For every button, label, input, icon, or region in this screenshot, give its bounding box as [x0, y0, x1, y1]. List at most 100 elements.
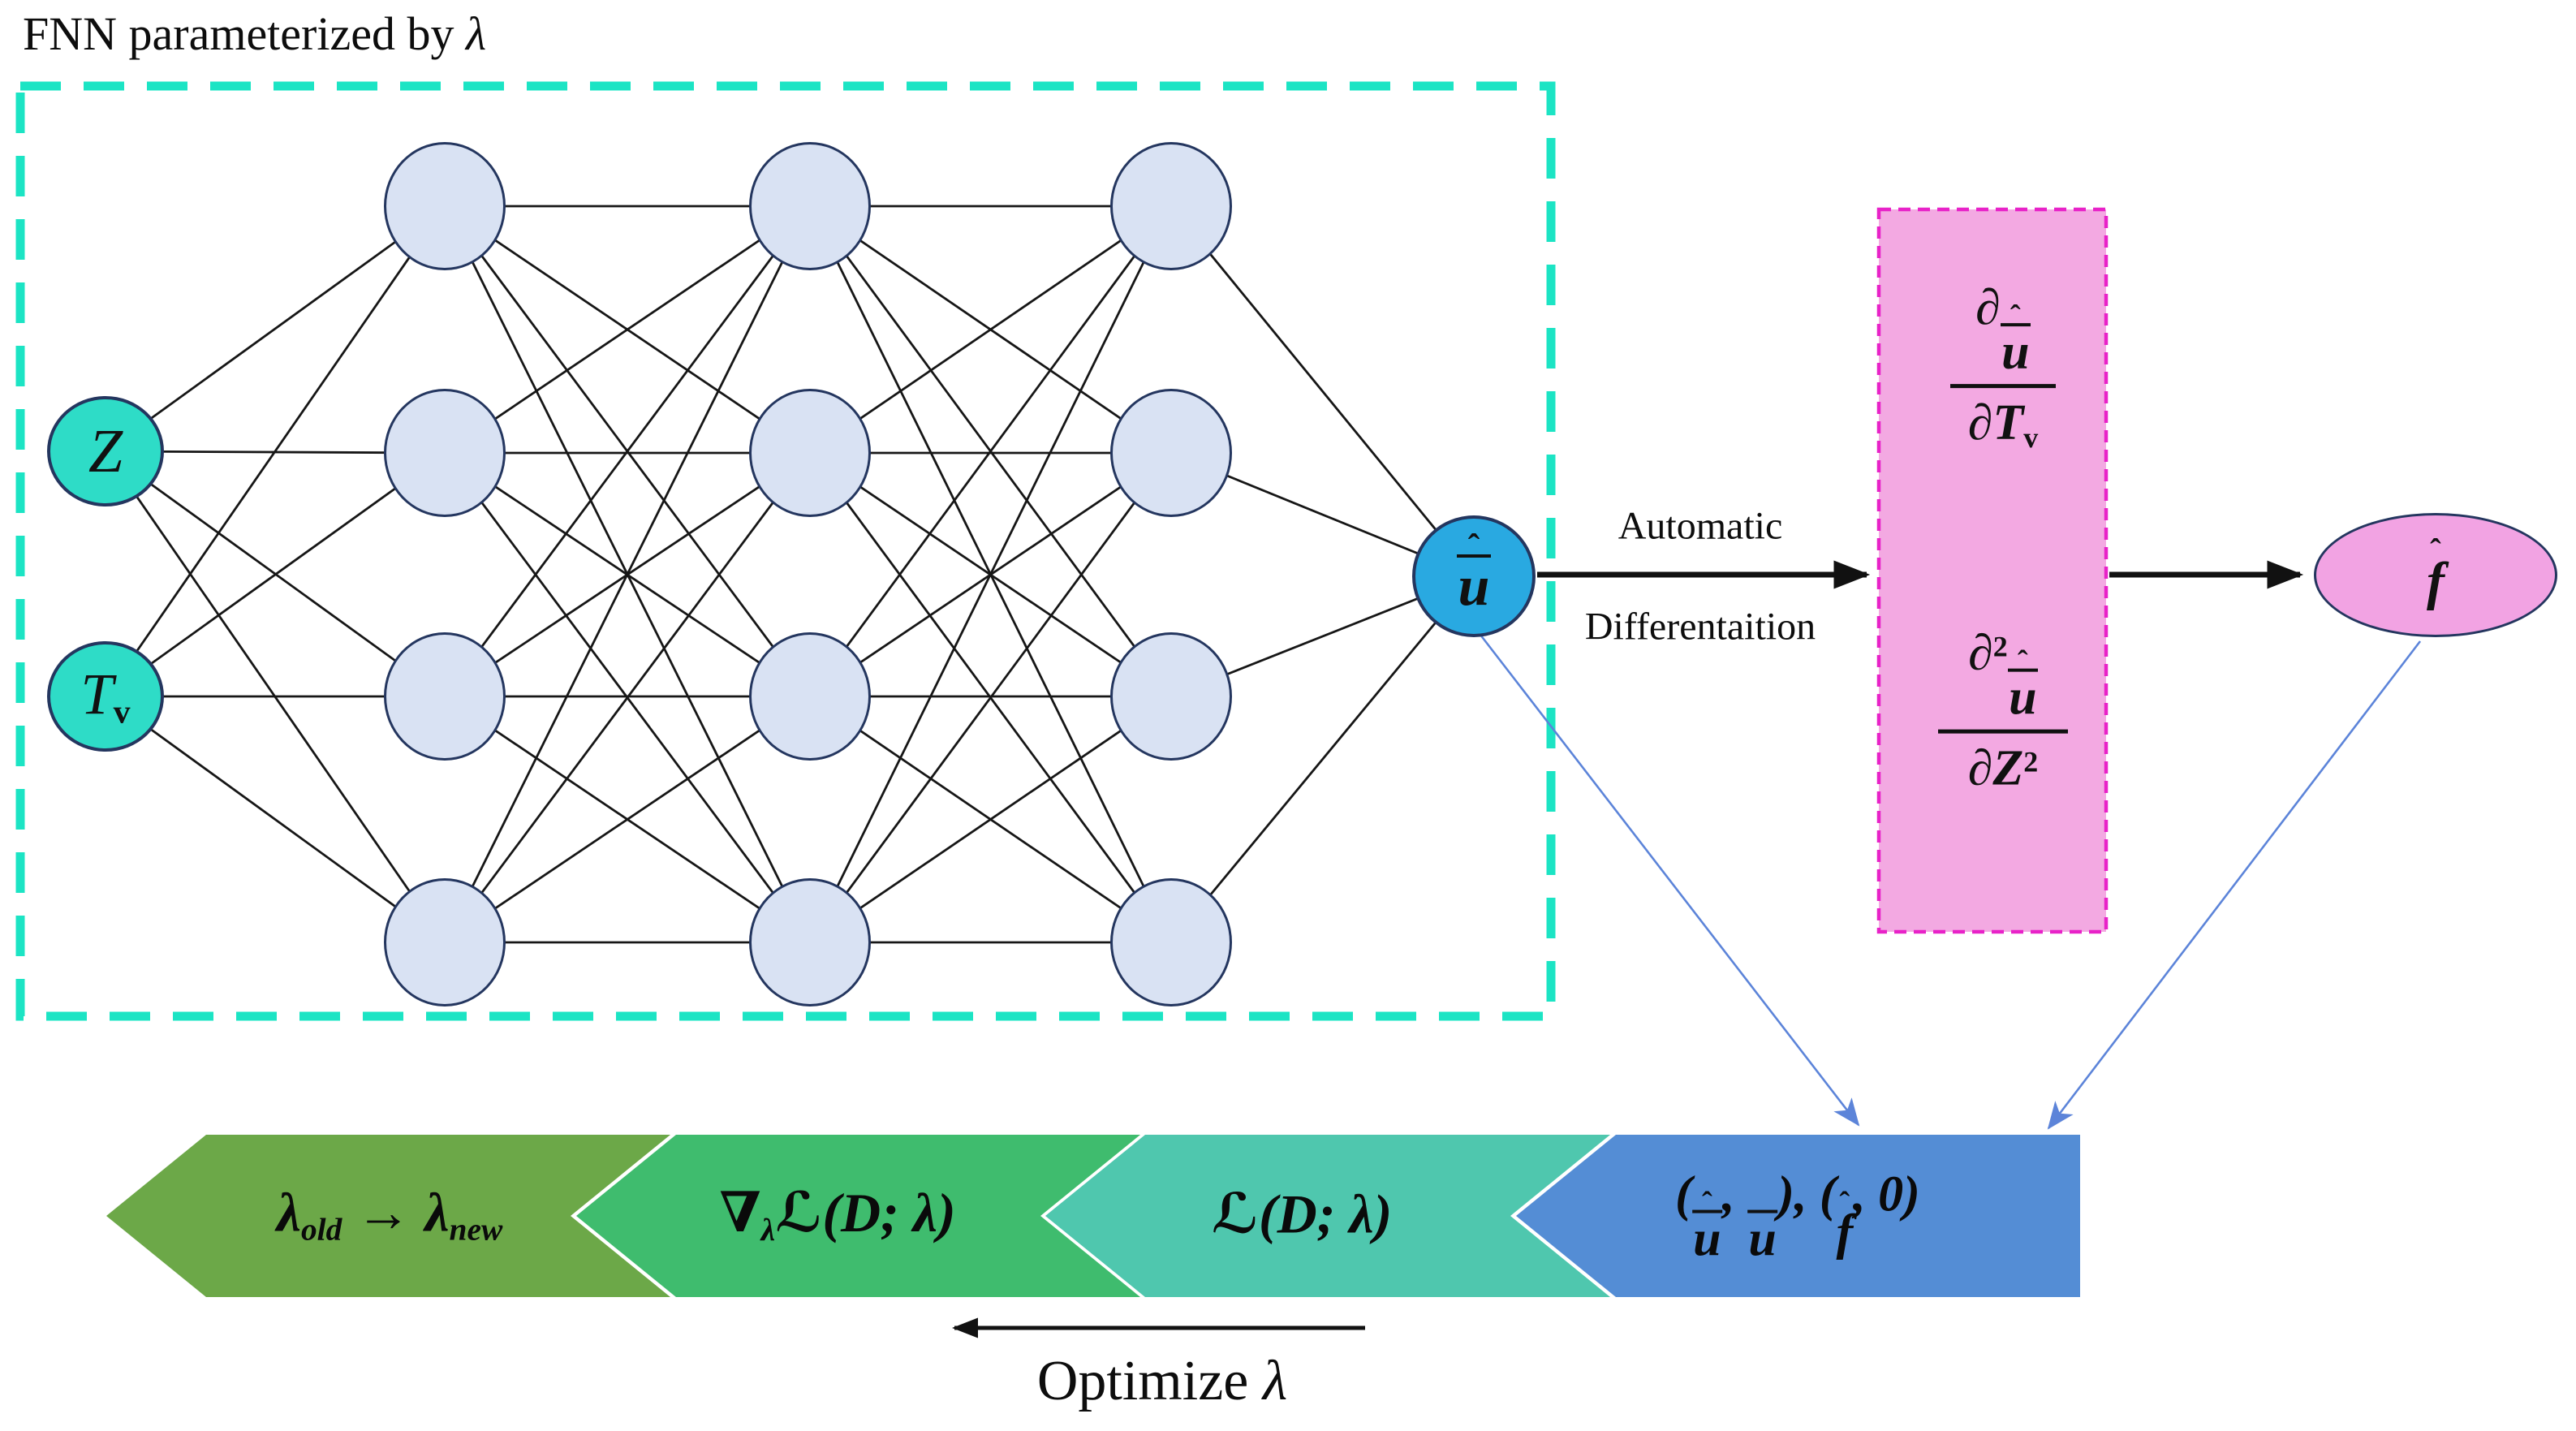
- network-edge: [443, 205, 812, 697]
- optimize-lambda: λ: [1262, 1350, 1288, 1412]
- f-base-letter: f: [2427, 551, 2445, 611]
- chevron-loss: [1045, 1135, 1610, 1297]
- network-edge: [105, 451, 446, 698]
- u-hat-accent: ˆ: [2017, 644, 2028, 679]
- du-denominator: ∂Tv: [1968, 394, 2039, 455]
- partial-exponent: 2: [1992, 630, 2008, 663]
- u-bar-accent: [1747, 1209, 1778, 1213]
- partial-symbol: ∂: [1968, 625, 1993, 681]
- tv-sub: v: [2023, 420, 2039, 454]
- network-edge: [444, 205, 811, 455]
- hidden-node: [1110, 389, 1232, 517]
- label-gradient: ∇λℒ(D; λ): [719, 1180, 955, 1248]
- d2u-denominator: ∂Z2: [1968, 739, 2039, 797]
- hidden-node: [1110, 878, 1232, 1006]
- hidden-node: [384, 389, 506, 517]
- nabla-sub-lambda: λ: [760, 1212, 776, 1248]
- title-text: FNN parameterized by: [23, 7, 454, 60]
- u-bar-accent: [2000, 323, 2031, 327]
- partial-symbol: ∂: [1975, 280, 2001, 336]
- paren: (: [1675, 1166, 1692, 1222]
- network-edge: [104, 205, 446, 697]
- u-base-letter: u: [1693, 1211, 1721, 1267]
- input-node-z: Z: [47, 396, 164, 506]
- title-lambda: λ: [465, 7, 487, 60]
- arrow-u-to-pairs: [1479, 634, 1860, 1127]
- network-edge: [443, 205, 812, 943]
- label-loss: ℒ(D; λ): [1212, 1183, 1392, 1247]
- z-label-text: Z: [88, 416, 123, 485]
- fnn-dashed-box: [15, 81, 1556, 1021]
- u-hat-accent: ˆ: [1702, 1186, 1712, 1221]
- autodiff-line2: Differentaition: [1584, 605, 1816, 649]
- f-hat-ellipse: ˆ f: [2314, 513, 2557, 637]
- u-bar-accent: [2007, 668, 2038, 672]
- derivative-box: [1876, 207, 2109, 934]
- z-exponent: 2: [2023, 745, 2039, 778]
- hidden-node: [749, 142, 871, 270]
- partial-tv: ∂T: [1967, 394, 2024, 450]
- hidden-node: [749, 389, 871, 517]
- tv-label-text: T: [80, 662, 114, 727]
- network-edge: [809, 205, 1172, 455]
- comma: ,: [1722, 1166, 1748, 1222]
- u-base-letter: u: [1748, 1211, 1777, 1267]
- lambda-new-sub: new: [449, 1211, 503, 1248]
- hidden-node: [749, 878, 871, 1006]
- chevron-lambda-update: [106, 1135, 670, 1297]
- network-edge: [1170, 205, 1475, 577]
- network-edge: [808, 452, 1173, 943]
- autodiff-line1: Automatic: [1618, 504, 1783, 548]
- u-base-letter: u: [1458, 555, 1490, 619]
- input-node-tv: Tv: [47, 641, 164, 752]
- u-bar-accent: [1691, 1209, 1723, 1213]
- hidden-node: [384, 632, 506, 761]
- label-lambda-update: λold → λnew: [277, 1180, 502, 1248]
- fraction-bar: [1938, 729, 2068, 734]
- script-L: ℒ: [1211, 1183, 1260, 1245]
- optimize-text: Optimize: [1036, 1350, 1263, 1412]
- optimize-label: Optimize λ: [1037, 1349, 1287, 1414]
- u-base-letter: u: [2001, 324, 2030, 380]
- network-edge: [1170, 575, 1475, 943]
- network-edge: [105, 205, 446, 453]
- lambda-new: λ: [424, 1181, 450, 1244]
- network-edge: [808, 205, 1173, 697]
- f-hat-label: ˆ f: [2427, 533, 2445, 611]
- input-node-tv-label: Tv: [81, 661, 131, 732]
- hidden-node: [1110, 632, 1232, 761]
- pair-end: , 0): [1853, 1166, 1920, 1222]
- network-edges: [104, 205, 1475, 944]
- tv-label-sub: v: [113, 693, 131, 731]
- network-edge: [105, 695, 446, 944]
- output-node-u: ˆ u: [1412, 515, 1536, 637]
- nabla-symbol: ∇: [719, 1181, 761, 1244]
- lambda-old: λ: [276, 1181, 301, 1244]
- diagram-title: FNN parameterized by λ: [23, 6, 486, 61]
- script-L: ℒ: [775, 1181, 823, 1244]
- arrow-f-to-pairs: [2047, 640, 2422, 1130]
- loss-args: (D; λ): [822, 1181, 956, 1244]
- chevron-gradient: [576, 1135, 1140, 1297]
- paren: ), (: [1777, 1166, 1837, 1222]
- network-edge: [444, 695, 811, 944]
- hidden-node: [1110, 142, 1232, 270]
- hidden-node: [749, 632, 871, 761]
- chevron-pairs: [1516, 1135, 2080, 1297]
- network-edge: [443, 452, 812, 943]
- fraction-bar: [1950, 383, 2056, 388]
- output-node-u-label: ˆ u: [1457, 529, 1491, 619]
- u-base-letter: u: [2009, 670, 2037, 726]
- input-node-z-label: Z: [88, 416, 123, 487]
- partial-z: ∂Z: [1967, 740, 2024, 796]
- loss-args: (D; λ): [1259, 1183, 1393, 1245]
- f-base-letter: f: [1836, 1205, 1854, 1261]
- network-edge: [809, 695, 1172, 944]
